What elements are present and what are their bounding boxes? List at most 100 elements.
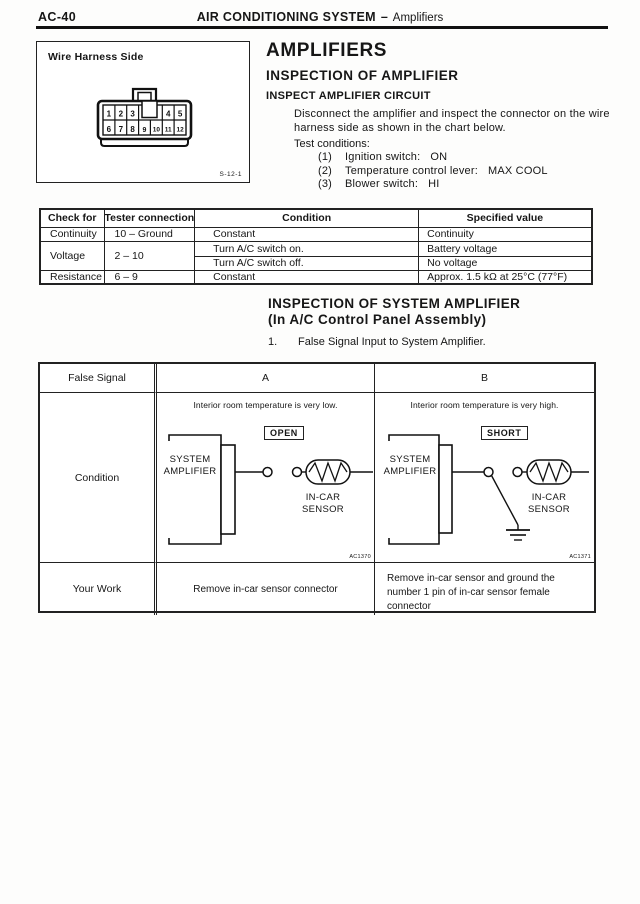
table-row: Turn A/C switch off. No voltage bbox=[40, 255, 593, 271]
connector-skirt bbox=[100, 139, 189, 147]
system-heading-line1: INSPECTION OF SYSTEM AMPLIFIER bbox=[268, 296, 521, 311]
pin-3: 3 bbox=[130, 110, 135, 119]
work-instruction-b: Remove in-car sensor and ground the numb… bbox=[387, 573, 555, 612]
diagram-a-caption: Interior room temperature is very low. bbox=[193, 400, 338, 410]
work-instruction-a: Remove in-car sensor connector bbox=[157, 563, 375, 615]
short-circuit-drawing bbox=[388, 434, 589, 545]
inspect-circuit-subheading: INSPECT AMPLIFIER CIRCUIT bbox=[266, 90, 431, 102]
ground-icon bbox=[506, 529, 530, 541]
in-car-sensor-label: IN-CAR SENSOR bbox=[511, 492, 587, 515]
condition-value: HI bbox=[428, 178, 440, 190]
amplifier-label-line2: AMPLIFIER bbox=[383, 465, 437, 477]
table-row: Continuity 10 – Ground Constant Continui… bbox=[39, 226, 593, 242]
short-label: SHORT bbox=[481, 426, 528, 440]
system-amplifier-label: SYSTEM AMPLIFIER bbox=[379, 454, 441, 477]
specified-value-cell: Approx. 1.5 kΩ at 25°C (77°F) bbox=[418, 269, 593, 285]
system-amplifier-heading: INSPECTION OF SYSTEM AMPLIFIER (In A/C C… bbox=[268, 296, 520, 327]
sensor-label-line1: IN-CAR bbox=[531, 492, 567, 503]
pin-11: 11 bbox=[165, 127, 172, 134]
amplifier-outline bbox=[388, 434, 440, 545]
condition-number: (2) bbox=[318, 164, 333, 177]
check-for-cell: Voltage bbox=[39, 240, 105, 271]
wire-harness-figure: Wire Harness Side 1 2 3 4 5 bbox=[36, 41, 250, 183]
row-header-condition: Condition bbox=[40, 393, 157, 563]
condition-value: MAX COOL bbox=[487, 164, 548, 177]
row-header-your-work: Your Work bbox=[40, 563, 157, 615]
pin-6: 6 bbox=[107, 125, 112, 134]
connector-drawing: 1 2 3 4 5 6 7 8 9 10 11 12 bbox=[96, 87, 193, 147]
resistor-zigzag bbox=[529, 461, 569, 483]
col-header-a: A bbox=[157, 364, 375, 393]
page-header: AIR CONDITIONING SYSTEM–Amplifiers bbox=[0, 10, 640, 24]
step-text: False Signal Input to System Amplifier. bbox=[298, 336, 486, 348]
condition-cell: Constant bbox=[194, 269, 420, 285]
terminal-circle-icon bbox=[262, 466, 273, 478]
page-header-separator: – bbox=[380, 10, 388, 24]
section-title: AMPLIFIERS bbox=[266, 40, 388, 61]
test-conditions-list: (1) Ignition switch: ON (2) Temperature … bbox=[318, 151, 548, 192]
false-signal-table: False Signal A B Condition Interior room… bbox=[38, 362, 596, 615]
condition-cell: Turn A/C switch off. bbox=[194, 255, 420, 271]
table-header-row: Check for Tester connection Condition Sp… bbox=[39, 208, 593, 228]
row-header-false-signal: False Signal bbox=[40, 364, 157, 393]
col-header-check-for: Check for bbox=[39, 208, 105, 228]
col-header-tester-connection: Tester connection bbox=[103, 208, 196, 228]
in-car-sensor-label: IN-CAR SENSOR bbox=[285, 492, 361, 515]
page-header-section: Amplifiers bbox=[392, 12, 444, 24]
sensor-label-line2: SENSOR bbox=[302, 503, 344, 515]
inspection-heading: INSPECTION OF AMPLIFIER bbox=[266, 68, 459, 83]
pin-7: 7 bbox=[119, 125, 124, 134]
tester-connection-cell: 2 – 10 bbox=[103, 240, 196, 271]
condition-label: Temperature control lever: bbox=[345, 164, 478, 177]
page-header-title: AIR CONDITIONING SYSTEM bbox=[196, 10, 376, 24]
open-circuit-drawing bbox=[168, 434, 373, 545]
resistor-zigzag bbox=[308, 461, 348, 483]
system-amplifier-label: SYSTEM AMPLIFIER bbox=[159, 454, 221, 477]
short-to-ground-wire bbox=[490, 475, 519, 526]
specified-value-cell: Battery voltage bbox=[418, 240, 593, 257]
sensor-label-line2: SENSOR bbox=[528, 503, 570, 515]
col-header-b: B bbox=[375, 364, 594, 393]
condition-cell: Turn A/C switch on. bbox=[194, 240, 420, 257]
false-signal-b-diagram: Interior room temperature is very high. bbox=[375, 393, 594, 563]
condition-value: ON bbox=[430, 151, 448, 163]
amplifier-circuit-table: Check for Tester connection Condition Sp… bbox=[39, 208, 593, 285]
latch-channel bbox=[141, 100, 158, 119]
col-header-condition: Condition bbox=[194, 208, 420, 228]
pin-5: 5 bbox=[178, 110, 183, 119]
false-signal-a-diagram: Interior room temperature is very low. O… bbox=[157, 393, 375, 563]
diagram-b-caption: Interior room temperature is very high. bbox=[410, 400, 559, 410]
tester-connection-cell: 10 – Ground bbox=[103, 226, 196, 242]
condition-number: (3) bbox=[318, 178, 333, 190]
table-row: Resistance 6 – 9 Constant Approx. 1.5 kΩ… bbox=[39, 269, 593, 285]
check-for-cell: Resistance bbox=[39, 269, 105, 285]
pin-10: 10 bbox=[153, 127, 161, 134]
test-conditions-label: Test conditions: bbox=[294, 138, 370, 150]
figure-code: AC1371 bbox=[569, 554, 591, 560]
tester-connection-cell: 6 – 9 bbox=[103, 269, 196, 285]
amplifier-connector-block bbox=[438, 444, 453, 534]
pin-12: 12 bbox=[176, 127, 184, 134]
sensor-label-line1: IN-CAR bbox=[305, 492, 341, 503]
test-condition-item: (3) Blower switch: HI bbox=[318, 178, 548, 192]
step-number: 1. bbox=[268, 336, 278, 348]
terminal-circle-icon bbox=[512, 466, 523, 478]
header-rule bbox=[36, 26, 608, 29]
figure-code: S-12-1 bbox=[219, 171, 242, 178]
condition-label: Ignition switch: bbox=[345, 151, 421, 163]
condition-number: (1) bbox=[318, 151, 333, 163]
condition-cell: Constant bbox=[194, 226, 420, 242]
system-heading-line2: (In A/C Control Panel Assembly) bbox=[268, 311, 487, 327]
pin-8: 8 bbox=[130, 125, 135, 134]
amplifier-label-line1: SYSTEM bbox=[389, 454, 431, 465]
terminal-circle-icon bbox=[483, 466, 494, 478]
figure-code: AC1370 bbox=[349, 554, 371, 560]
open-label: OPEN bbox=[264, 426, 304, 440]
amplifier-label-line1: SYSTEM bbox=[169, 454, 211, 465]
pin-4: 4 bbox=[166, 110, 171, 119]
step-item: 1. False Signal Input to System Amplifie… bbox=[268, 336, 486, 348]
col-header-specified-value: Specified value bbox=[418, 208, 593, 228]
test-condition-item: (2) Temperature control lever: MAX COOL bbox=[318, 165, 548, 179]
amplifier-label-line2: AMPLIFIER bbox=[163, 465, 217, 477]
